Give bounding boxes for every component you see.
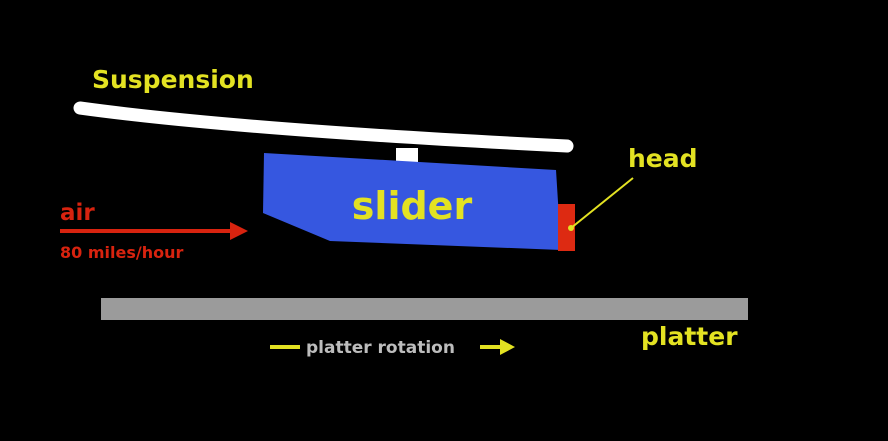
suspension-label: Suspension <box>92 65 254 94</box>
suspension-mount <box>396 148 418 162</box>
air-speed-label: 80 miles/hour <box>60 243 183 262</box>
rotation-arrow-head-icon <box>500 339 515 355</box>
air-label: air <box>60 200 95 226</box>
air-arrow-head-icon <box>230 222 248 240</box>
platter-rotation-label: platter rotation <box>306 338 455 358</box>
platter-label: platter <box>641 322 738 351</box>
suspension-arm <box>73 101 574 153</box>
slider-body <box>263 153 561 250</box>
platter-bar <box>101 298 748 320</box>
head-label: head <box>628 144 698 173</box>
head-pointer-line <box>570 177 634 229</box>
head-element <box>558 204 575 251</box>
slider-label: slider <box>352 184 473 228</box>
